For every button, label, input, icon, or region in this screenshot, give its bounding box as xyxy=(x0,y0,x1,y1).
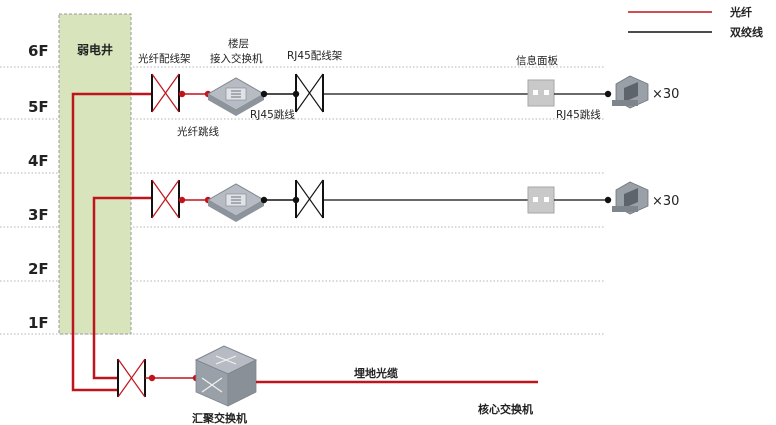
rj45-patch-panel-3f xyxy=(295,179,324,219)
floor-label-2f: 2F xyxy=(28,260,49,278)
fiber-patch-panel-aggregation xyxy=(117,358,146,398)
floor-switch-label-line1: 楼层 xyxy=(228,37,249,50)
floor-label-3f: 3F xyxy=(28,206,49,224)
computer-icon-3f xyxy=(612,181,649,215)
floor-label-6f: 6F xyxy=(28,42,49,60)
floor-access-switch-5f xyxy=(206,77,266,116)
floor-access-switch-3f xyxy=(206,183,266,222)
rj45-jumper-label-b: RJ45跳线 xyxy=(556,108,601,121)
floor-label-1f: 1F xyxy=(28,314,49,332)
row-3f: ×30 xyxy=(151,179,679,222)
legend: 光纤 双绞线 xyxy=(628,5,763,39)
fiber-patch-panel-label: 光纤配线架 xyxy=(138,52,191,65)
aggregation-area: 埋地光缆 汇聚交换机 核心交换机 xyxy=(117,345,538,425)
fiber-patch-panel-3f xyxy=(151,179,180,219)
aggregation-switch-icon xyxy=(194,345,258,407)
fiber-riser-5f xyxy=(71,92,152,392)
row-5f: ×30 xyxy=(151,73,679,116)
floor-label-5f: 5F xyxy=(28,98,49,116)
count-3f: ×30 xyxy=(652,194,679,209)
rj45-patch-panel-label: RJ45配线架 xyxy=(287,49,343,62)
legend-twisted-pair-label: 双绞线 xyxy=(730,25,763,39)
fiber-jumper-label: 光纤跳线 xyxy=(177,125,219,138)
aggregation-switch-label: 汇聚交换机 xyxy=(192,411,247,425)
rj45-patch-panel-5f xyxy=(295,73,324,113)
legend-fiber-label: 光纤 xyxy=(729,5,752,19)
shaft-label: 弱电井 xyxy=(77,42,113,57)
core-switch-label: 核心交换机 xyxy=(478,402,533,416)
floor-grid xyxy=(0,66,604,335)
floor-label-4f: 4F xyxy=(28,152,49,170)
info-panel-label: 信息面板 xyxy=(516,54,558,67)
info-panel-5f xyxy=(527,79,555,107)
buried-cable-label: 埋地光缆 xyxy=(354,366,398,380)
fiber-riser-3f xyxy=(92,196,152,380)
computer-icon-5f xyxy=(612,75,649,109)
floor-switch-label-line2: 接入交换机 xyxy=(210,52,263,65)
info-panel-3f xyxy=(527,186,555,214)
count-5f: ×30 xyxy=(652,87,679,102)
rj45-jumper-label-a: RJ45跳线 xyxy=(250,108,295,121)
fiber-patch-panel-5f xyxy=(151,73,180,113)
